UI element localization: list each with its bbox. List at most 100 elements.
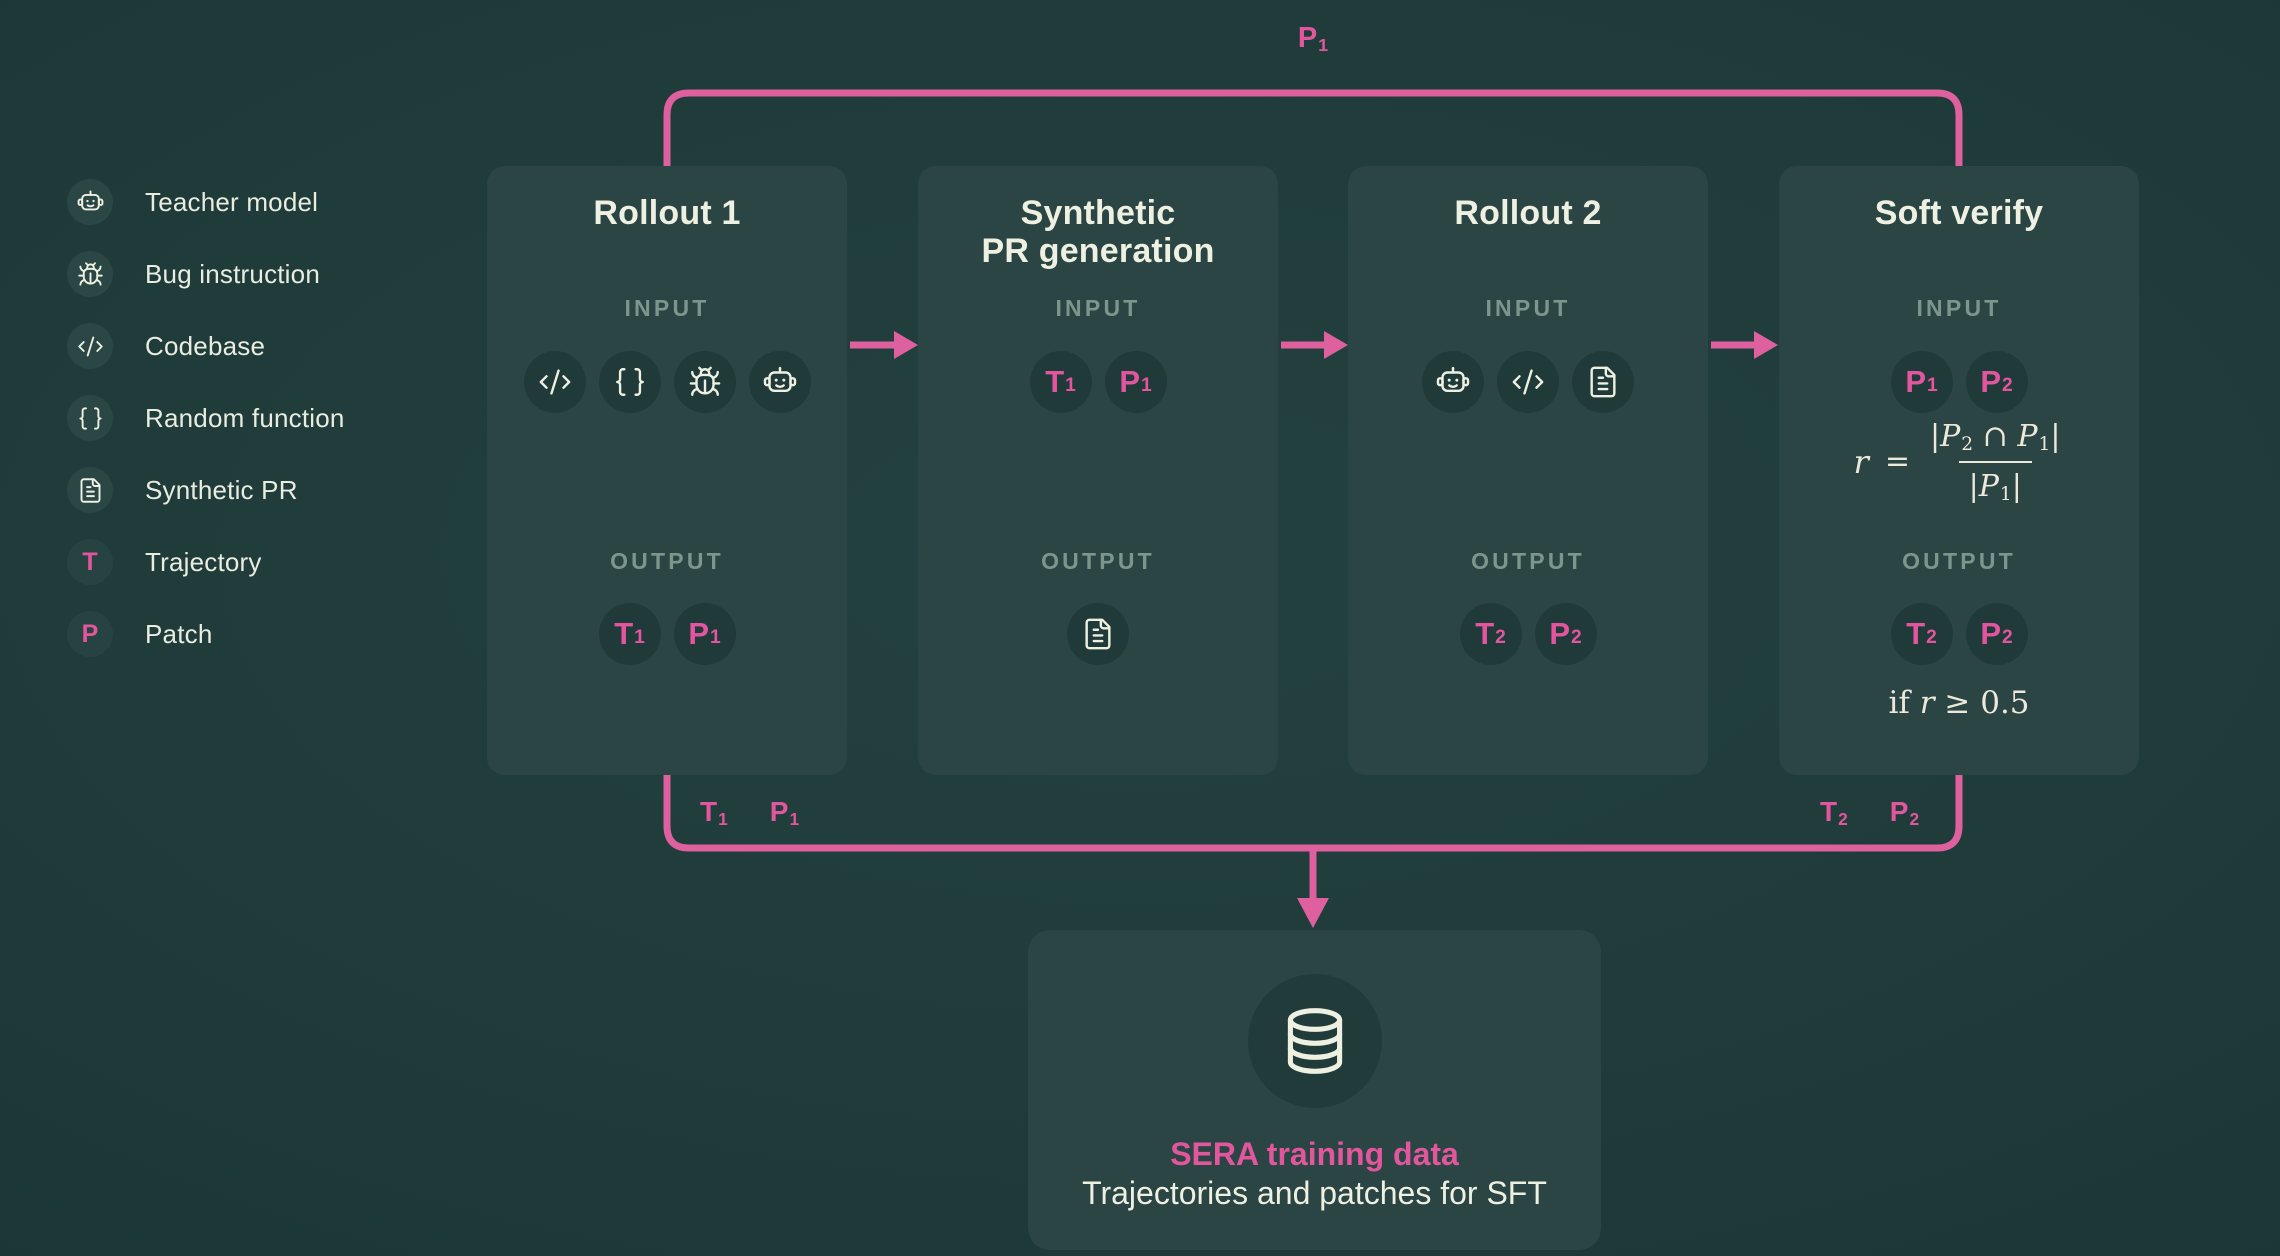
- sink-subtitle: Trajectories and patches for SFT: [1082, 1175, 1547, 1211]
- sink-training-data: SERA training data Trajectories and patc…: [1028, 930, 1601, 1250]
- formula-equals: =: [1884, 444, 1910, 479]
- arrow-synthetic-to-rollout2: [1281, 331, 1348, 359]
- legend-item-bug-instruction: Bug instruction: [67, 251, 345, 297]
- bug-icon: [77, 261, 103, 286]
- legend-label: Synthetic PR: [145, 474, 298, 505]
- connector-label-P2: P2: [1889, 796, 1920, 829]
- output-label: OUTPUT: [1041, 548, 1155, 574]
- braces-icon: [78, 406, 102, 430]
- top-connector-line: [663, 89, 1963, 166]
- code-chip: [1497, 351, 1559, 413]
- input-label: INPUT: [1916, 295, 2002, 321]
- output-label: OUTPUT: [610, 548, 724, 574]
- connector-label-T1: T1: [700, 796, 728, 829]
- formula-fraction: |P2 ∩ P1| |P1|: [1926, 419, 2065, 505]
- arrow-rollout2-to-softverify: [1711, 331, 1778, 359]
- output-label: OUTPUT: [1902, 548, 2016, 574]
- file-chip: [1067, 603, 1129, 665]
- robot-icon: [1436, 366, 1470, 392]
- file-icon: [1085, 618, 1111, 650]
- top-connector-label: P1: [1297, 22, 1329, 55]
- braces-icon: [615, 368, 644, 396]
- connector-label-P1: P1: [769, 796, 800, 829]
- arrow-to-training-data: [1297, 850, 1329, 928]
- input-label: INPUT: [1055, 295, 1141, 321]
- braces-chip: [67, 395, 113, 441]
- bottom-connector-labels-left: T1 P1: [700, 796, 800, 829]
- robot-icon: [77, 189, 103, 210]
- legend-label: Trajectory: [145, 546, 262, 577]
- connector-label-T2: T2: [1820, 796, 1848, 829]
- formula-lhs: r: [1853, 442, 1869, 481]
- box-title: Rollout 1: [593, 194, 741, 232]
- code-chip: [523, 351, 586, 413]
- legend-label: Bug instruction: [145, 258, 320, 289]
- code-icon: [539, 369, 570, 395]
- legend-label: Patch: [145, 618, 213, 649]
- braces-chip: [598, 351, 661, 413]
- file-icon: [1590, 366, 1616, 398]
- output-label: OUTPUT: [1471, 548, 1585, 574]
- box-title: Soft verify: [1874, 194, 2044, 232]
- formula-denominator: |P1|: [1958, 461, 2032, 505]
- legend-item-teacher-model: Teacher model: [67, 179, 345, 225]
- bottom-connector-labels-right: T2 P2: [1820, 796, 1920, 829]
- soft-verify-formula: r = |P2 ∩ P1| |P1|: [1779, 419, 2139, 505]
- legend-label: Random function: [145, 402, 345, 433]
- database-chip: [1247, 974, 1382, 1108]
- code-icon: [1512, 369, 1544, 395]
- letter-chip-P: P: [67, 611, 113, 657]
- robot-chip: [748, 351, 811, 413]
- code-icon: [77, 336, 103, 356]
- sink-title: SERA training data: [1170, 1136, 1459, 1172]
- legend-label: Codebase: [145, 330, 266, 361]
- bug-icon: [689, 366, 720, 396]
- file-chip: [67, 467, 113, 513]
- robot-chip: [67, 179, 113, 225]
- robot-icon: [763, 366, 796, 392]
- output-chip-row: [918, 603, 1278, 665]
- input-label: INPUT: [624, 295, 710, 321]
- bug-chip: [67, 251, 113, 297]
- code-chip: [67, 323, 113, 369]
- legend-item-codebase: Codebase: [67, 323, 345, 369]
- legend-label: Teacher model: [145, 186, 319, 217]
- letter-chip-T: T: [67, 539, 113, 585]
- file-icon: [80, 477, 100, 503]
- input-label: INPUT: [1485, 295, 1571, 321]
- box-title: Rollout 2: [1454, 194, 1602, 232]
- database-icon: [1287, 1008, 1342, 1074]
- legend-item-synthetic-pr: Synthetic PR: [67, 467, 345, 513]
- formula-numerator: |P2 ∩ P1|: [1929, 419, 2061, 456]
- bottom-connector-line: [663, 775, 1963, 852]
- arrow-rollout1-to-synthetic: [850, 331, 918, 359]
- legend-item-patch: P Patch: [67, 611, 345, 657]
- bug-chip: [673, 351, 736, 413]
- soft-verify-condition: if r ≥ 0.5: [1888, 685, 2030, 721]
- input-chip-row: [487, 351, 847, 413]
- input-chip-row: [1348, 351, 1708, 413]
- legend-item-trajectory: T Trajectory: [67, 539, 345, 585]
- file-chip: [1572, 351, 1634, 413]
